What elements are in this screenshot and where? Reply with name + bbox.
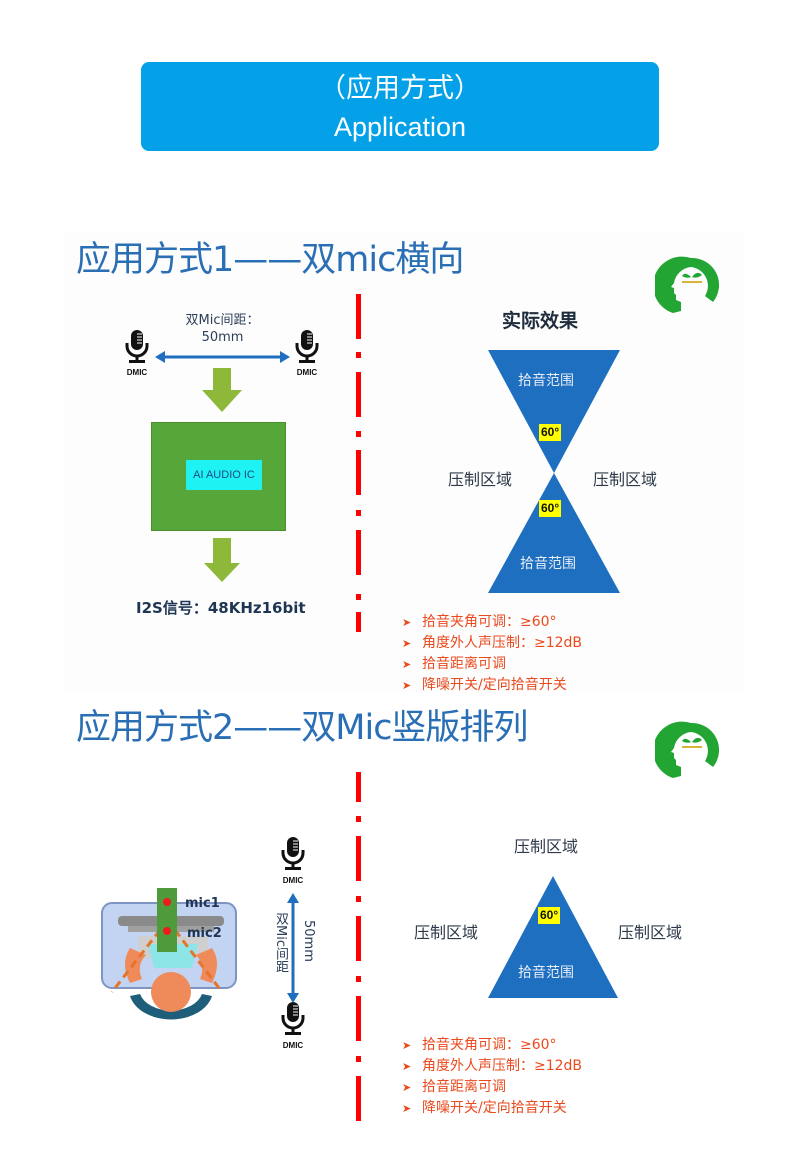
mic-spacing-value: 50mm [201,330,244,345]
arrowhead-bullet-icon: ➤ [402,637,412,650]
mic2-label: mic2 [187,926,222,941]
arrow-down-icon [202,368,242,412]
mic-spacing-label: 双Mic间距： 50mm [160,312,285,346]
arrowhead-bullet-icon: ➤ [402,1039,412,1052]
arrowhead-bullet-icon: ➤ [402,616,412,629]
effect-title: 实际效果 [502,310,579,332]
double-arrow-icon [155,351,290,363]
pickup-cone [488,876,618,998]
feature-item: ➤角度外人声压制：≥12dB [402,1056,582,1077]
head-sprout-logo-icon [655,256,719,313]
suppress-zone-right: 压制区域 [593,470,658,489]
section-1-divider [356,294,361,632]
hourglass-pickup-diagram [488,350,620,593]
feature-item: ➤拾音夹角可调：≥60° [402,612,582,633]
arrowhead-bullet-icon: ➤ [402,679,412,692]
pickup-cone-bottom [488,473,620,593]
section-2-feature-list: ➤拾音夹角可调：≥60° ➤角度外人声压制：≥12dB ➤拾音距离可调 ➤降噪开… [402,1035,582,1119]
arrowhead-bullet-icon: ➤ [402,658,412,671]
mic-spacing-value: 50mm [301,920,316,962]
triangle-pickup-diagram [488,876,618,998]
application-banner: （应用方式） Application [141,62,659,151]
pickup-range-bottom: 拾音范围 [520,556,576,572]
mic-spacing-vertical-value: 50mm [300,920,316,990]
dmic-right-label: DMIC [296,368,318,377]
arrow-down-icon [204,538,240,582]
feature-item: ➤拾音距离可调 [402,654,582,675]
mic1-dot [163,898,171,906]
banner-title-cn: （应用方式） [319,73,481,104]
suppress-zone-left: 压制区域 [414,923,479,942]
feature-item: ➤降噪开关/定向拾音开关 [402,1098,582,1119]
angle-badge: 60° [538,907,561,924]
arrowhead-bullet-icon: ➤ [402,1060,412,1073]
suppress-zone-right: 压制区域 [618,923,683,942]
microphone-icon [281,1002,305,1035]
suppress-zone-top: 压制区域 [514,837,579,856]
section-2-divider [356,772,361,1121]
audio-ic-label: AI AUDIO IC [186,460,262,490]
angle-bottom-badge: 60° [539,500,562,517]
feature-item: ➤角度外人声压制：≥12dB [402,633,582,654]
microphone-icon [281,837,305,870]
mic-spacing-line1: 双Mic间距 [273,912,288,973]
banner-title-en: Application [333,112,467,142]
feature-item: ➤拾音距离可调 [402,1077,582,1098]
mic1-label: mic1 [185,896,220,911]
i2s-output-label: I2S信号：48KHz16bit [136,599,306,617]
head-sprout-logo-icon [655,721,719,778]
dmic-bottom-label: DMIC [282,1041,304,1050]
pickup-range: 拾音范围 [518,965,574,981]
desk-user-illustration [101,888,237,1020]
feature-item: ➤降噪开关/定向拾音开关 [402,675,582,696]
feature-item: ➤拾音夹角可调：≥60° [402,1035,582,1056]
suppress-zone-left: 压制区域 [448,470,513,489]
microphone-icon [295,330,319,363]
dmic-left-label: DMIC [126,368,148,377]
dmic-top-label: DMIC [282,876,304,885]
double-arrow-icon [287,893,299,1003]
pickup-cone-top [488,350,620,473]
section-1-feature-list: ➤拾音夹角可调：≥60° ➤角度外人声压制：≥12dB ➤拾音距离可调 ➤降噪开… [402,612,582,696]
section-2-title: 应用方式2——双Mic竖版排列 [76,708,528,748]
mic2-dot [163,927,171,935]
pickup-range-top: 拾音范围 [518,373,574,389]
section-1-title: 应用方式1——双mic横向 [76,240,464,280]
microphone-icon [125,330,149,363]
arrowhead-bullet-icon: ➤ [402,1081,412,1094]
mic-spacing-line1: 双Mic间距： [185,313,260,328]
angle-top-badge: 60° [539,424,562,441]
arrowhead-bullet-icon: ➤ [402,1102,412,1115]
mic-spacing-vertical-label: 双Mic间距 [272,912,288,992]
